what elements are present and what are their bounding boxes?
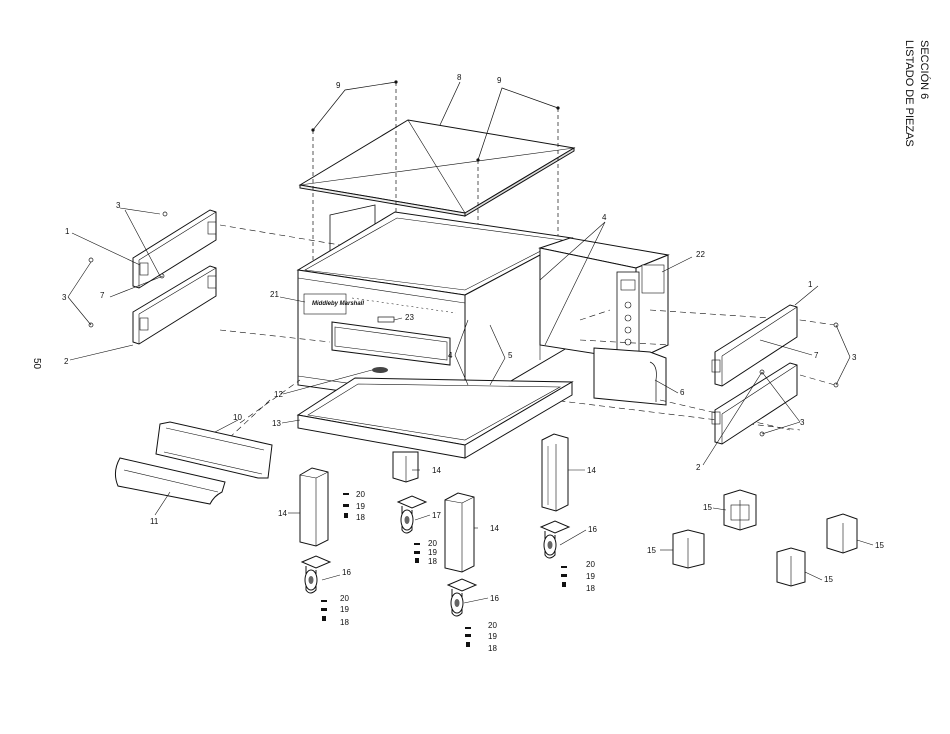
callout-10: 10 (233, 413, 242, 422)
callout-16: 16 (342, 568, 351, 577)
callout-12: 12 (274, 390, 283, 399)
top-panel (300, 120, 574, 216)
callout-2: 2 (64, 357, 69, 366)
leg-cover-2 (673, 530, 704, 568)
callout-22: 22 (696, 250, 705, 259)
callout-19: 19 (488, 632, 497, 641)
callout-20: 20 (488, 621, 497, 630)
callout-14: 14 (490, 524, 499, 533)
callout-9: 9 (336, 81, 341, 90)
leg-back-right (542, 434, 568, 511)
callout-14: 14 (432, 466, 441, 475)
callout-3: 3 (852, 353, 857, 362)
callout-1: 1 (808, 280, 813, 289)
control-box (540, 238, 668, 360)
callout-13: 13 (272, 419, 281, 428)
caster-16-right (541, 521, 569, 558)
callout-18: 18 (356, 513, 365, 522)
callout-19: 19 (586, 572, 595, 581)
callout-3: 3 (62, 293, 67, 302)
leg-front-right (445, 493, 474, 572)
callout-5: 5 (508, 351, 513, 360)
callout-17: 17 (432, 511, 441, 520)
caster-16-left (302, 556, 330, 593)
callout-21: 21 (270, 290, 279, 299)
callout-3: 3 (800, 418, 805, 427)
callout-16: 16 (588, 525, 597, 534)
callout-9: 9 (497, 76, 502, 85)
callout-1: 1 (65, 227, 70, 236)
leg-back-left (393, 452, 418, 482)
control-cover (594, 348, 666, 405)
callout-15: 15 (703, 503, 712, 512)
callout-11: 11 (150, 517, 159, 526)
crumb-tray (156, 422, 272, 478)
callout-20: 20 (428, 539, 437, 548)
callout-18: 18 (340, 618, 349, 627)
caster-17 (398, 496, 426, 533)
logo-text: Middleby Marshall (312, 301, 364, 307)
callout-20: 20 (586, 560, 595, 569)
callout-23: 23 (405, 313, 414, 322)
callout-18: 18 (488, 644, 497, 653)
callout-14: 14 (587, 466, 596, 475)
leg-cover-4 (777, 548, 805, 586)
callout-14: 14 (278, 509, 287, 518)
callout-19: 19 (356, 502, 365, 511)
callout-18: 18 (428, 557, 437, 566)
callout-2: 2 (696, 463, 701, 472)
callout-20: 20 (340, 594, 349, 603)
leg-cover-3 (827, 514, 857, 553)
callout-3: 3 (116, 201, 121, 210)
callout-8: 8 (457, 73, 462, 82)
callout-20: 20 (356, 490, 365, 499)
callout-15: 15 (824, 575, 833, 584)
callout-15: 15 (647, 546, 656, 555)
callout-18: 18 (586, 584, 595, 593)
stand-top (298, 378, 572, 458)
callout-19: 19 (428, 548, 437, 557)
callout-4: 4 (448, 351, 453, 360)
callout-19: 19 (340, 605, 349, 614)
callout-15: 15 (875, 541, 884, 550)
leg-front-left (300, 468, 328, 546)
callout-4: 4 (602, 213, 607, 222)
callout-6: 6 (680, 388, 685, 397)
callout-7: 7 (100, 291, 105, 300)
callout-16: 16 (490, 594, 499, 603)
leg-cover-1 (724, 490, 756, 530)
callout-7: 7 (814, 351, 819, 360)
caster-16-front (448, 579, 476, 616)
